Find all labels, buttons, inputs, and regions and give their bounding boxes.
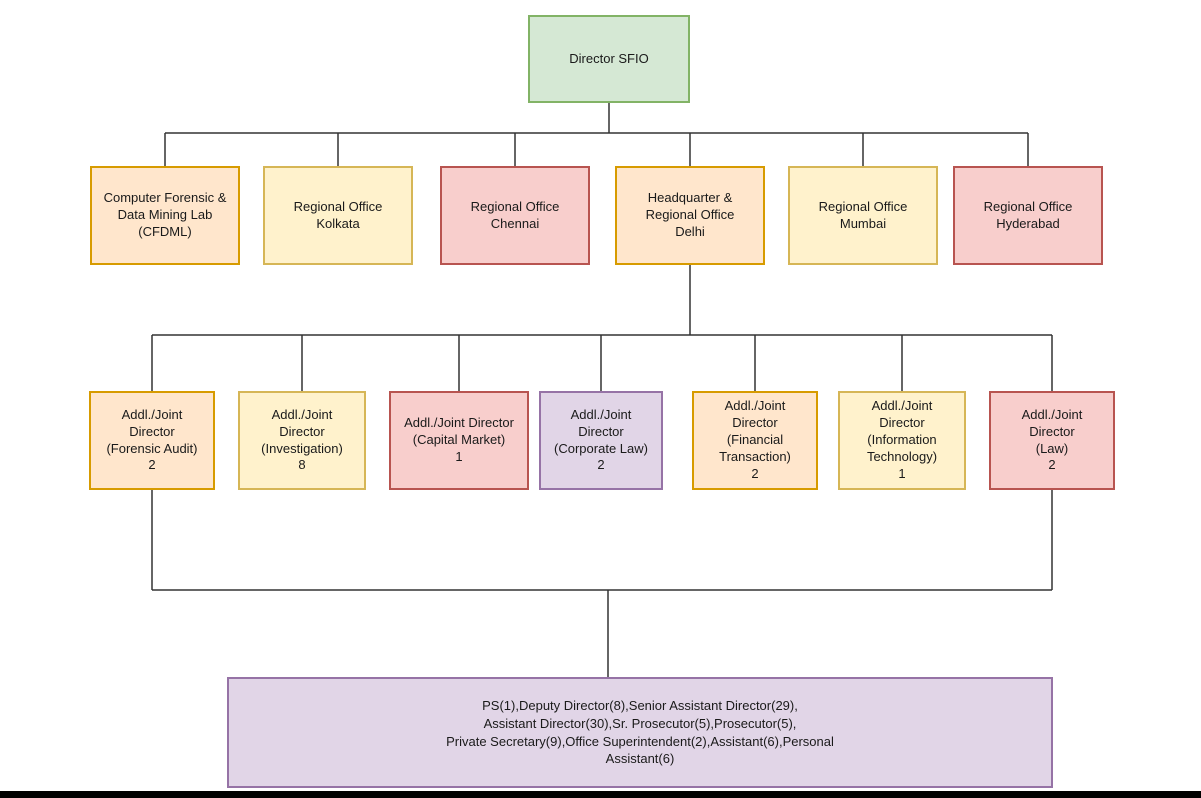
- node-label: Addl./Joint Director(Capital Market)1: [404, 415, 514, 464]
- node-label: Director SFIO: [569, 50, 649, 66]
- node-cfdml: Computer Forensic &Data Mining Lab(CFDML…: [90, 166, 240, 265]
- node-label: Computer Forensic &Data Mining Lab(CFDML…: [103, 190, 227, 239]
- node-staff-summary: PS(1),Deputy Director(8),Senior Assistan…: [227, 677, 1053, 788]
- node-ajd-capital-market: Addl./Joint Director(Capital Market)1: [389, 391, 529, 490]
- staff-summary-label: PS(1),Deputy Director(8),Senior Assistan…: [446, 697, 834, 767]
- bottom-border-bar: [0, 791, 1201, 798]
- node-director-sfio: Director SFIO: [528, 15, 690, 103]
